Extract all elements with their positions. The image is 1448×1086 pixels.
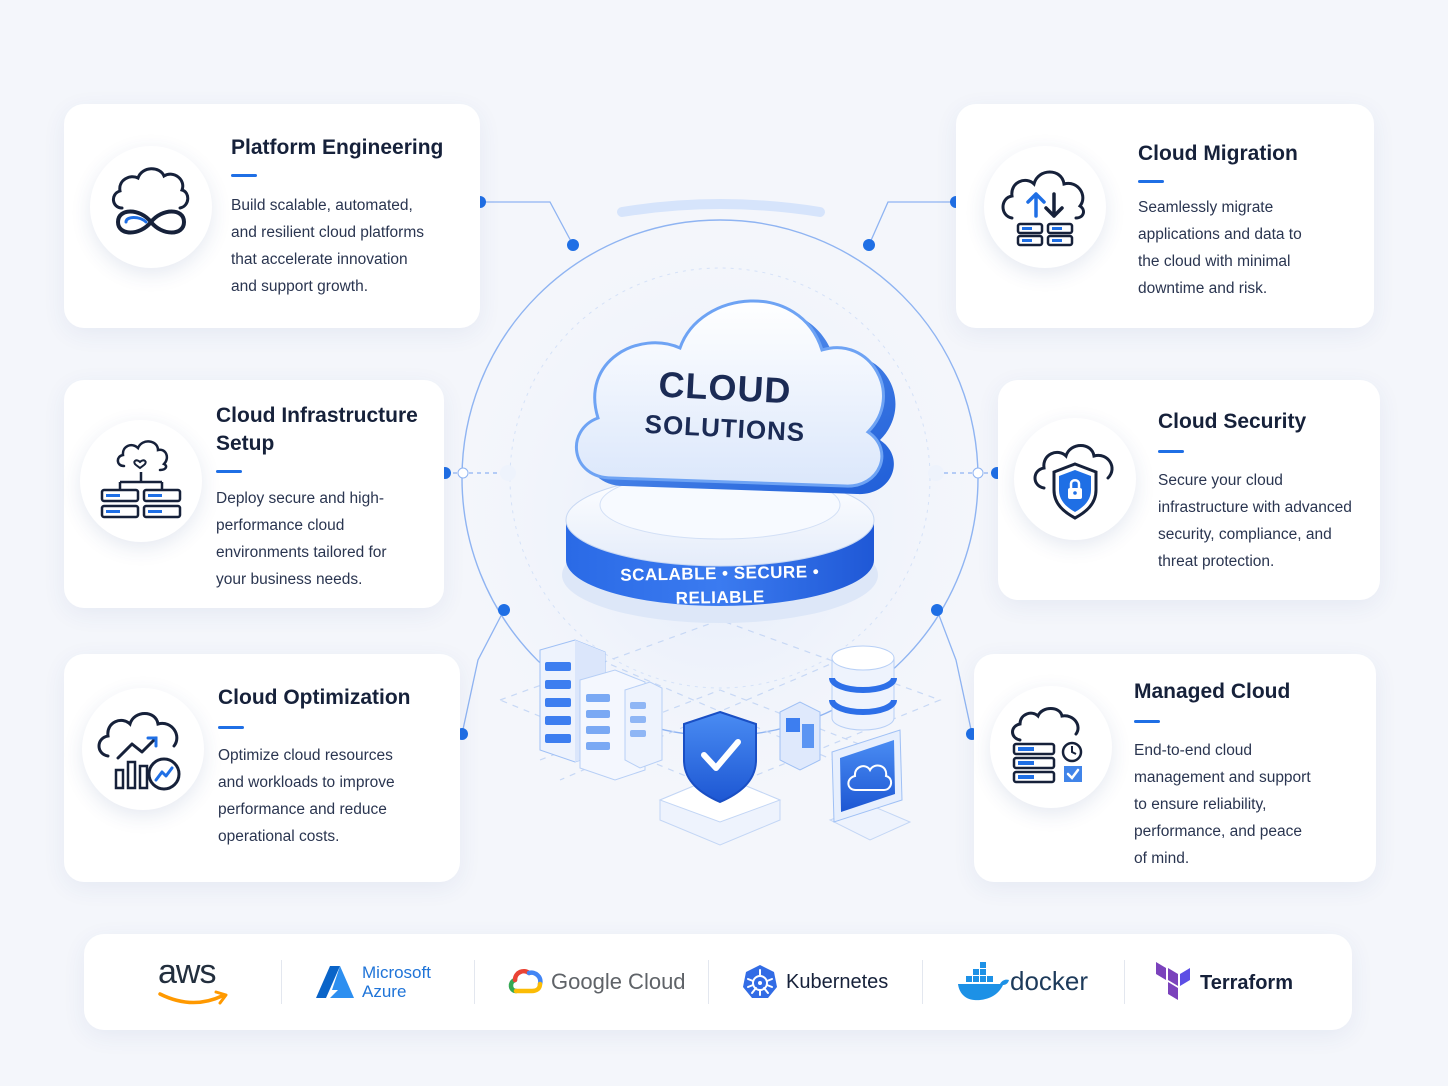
- microsoft-azure-logo: Microsoft Azure: [312, 934, 482, 1030]
- hero-cloud: [574, 299, 896, 495]
- card-description: Seamlessly migrate applications and data…: [1138, 199, 1302, 297]
- managed-cloud-icon: [990, 686, 1112, 808]
- connector-node: [972, 467, 984, 479]
- service-card-managed-cloud: Managed Cloud End-to-end cloud managemen…: [974, 654, 1376, 882]
- cloud-shield-lock-icon: [1014, 418, 1136, 540]
- kubernetes-helm-icon: [743, 965, 777, 998]
- card-title: Cloud Security: [1158, 410, 1307, 433]
- top-arc-highlight: [617, 199, 825, 217]
- card-description: Build scalable, automated, and resilient…: [231, 197, 424, 295]
- logo-divider: [922, 960, 923, 1004]
- terraform-logo: Terraform: [1156, 934, 1326, 1030]
- cloud-chart-icon: [82, 688, 204, 810]
- connector-lines: [445, 201, 997, 735]
- title-underline: [1134, 720, 1160, 723]
- card-description: End-to-end cloud management and support …: [1134, 742, 1311, 867]
- logo-divider: [708, 960, 709, 1004]
- connector-node: [928, 465, 944, 481]
- kubernetes-logo: Kubernetes: [742, 934, 902, 1030]
- infinity-cloud-icon: [90, 146, 212, 268]
- card-description: Deploy secure and high- performance clou…: [216, 490, 387, 588]
- cloud-server-icon: [80, 420, 202, 542]
- logo-divider: [474, 960, 475, 1004]
- cloud-migration-icon: [984, 146, 1106, 268]
- logo-divider: [281, 960, 282, 1004]
- connector-node: [457, 467, 469, 479]
- docker-whale-icon: [958, 962, 1009, 1001]
- service-card-platform-engineering: Platform Engineering Build scalable, aut…: [64, 104, 480, 328]
- card-title: Cloud Infrastructure Setup: [216, 404, 418, 455]
- card-title: Cloud Optimization: [218, 686, 411, 709]
- hero-tagline: SCALABLE • SECURE • RELIABLE: [620, 562, 820, 608]
- google-cloud-icon: [508, 969, 543, 994]
- card-description: Optimize cloud resources and workloads t…: [218, 747, 395, 845]
- title-underline: [218, 726, 244, 729]
- service-card-cloud-security: Cloud Security Secure your cloud infrast…: [998, 380, 1380, 600]
- card-title: Cloud Migration: [1138, 142, 1298, 165]
- title-underline: [1158, 450, 1184, 453]
- aws-smile-icon: [158, 990, 228, 1005]
- card-description: Secure your cloud infrastructure with ad…: [1158, 472, 1352, 570]
- title-underline: [216, 470, 242, 473]
- title-underline: [1138, 180, 1164, 183]
- database-icon: [829, 645, 897, 731]
- service-card-cloud-optimization: Cloud Optimization Optimize cloud resour…: [64, 654, 460, 882]
- google-cloud-logo: Google Cloud: [508, 934, 708, 1030]
- service-card-cloud-migration: Cloud Migration Seamlessly migrate appli…: [956, 104, 1374, 328]
- azure-icon: [316, 966, 354, 998]
- monitor-cloud-icon: [828, 729, 912, 841]
- aws-logo: aws: [144, 934, 274, 1030]
- card-title: Platform Engineering: [231, 136, 444, 159]
- terraform-icon: [1156, 962, 1190, 1000]
- title-underline: [231, 174, 257, 177]
- shield-check-icon: [658, 710, 782, 846]
- service-card-cloud-infrastructure: Cloud Infrastructure Setup Deploy secure…: [64, 380, 444, 608]
- logo-divider: [1124, 960, 1125, 1004]
- technology-logo-bar: aws Microsoft Azure Google: [84, 934, 1352, 1030]
- server-rack-icon: [539, 639, 663, 781]
- container-box-icon: [779, 701, 821, 771]
- docker-logo: docker: [956, 934, 1096, 1030]
- card-title: Managed Cloud: [1134, 680, 1291, 703]
- connector-node: [500, 465, 516, 481]
